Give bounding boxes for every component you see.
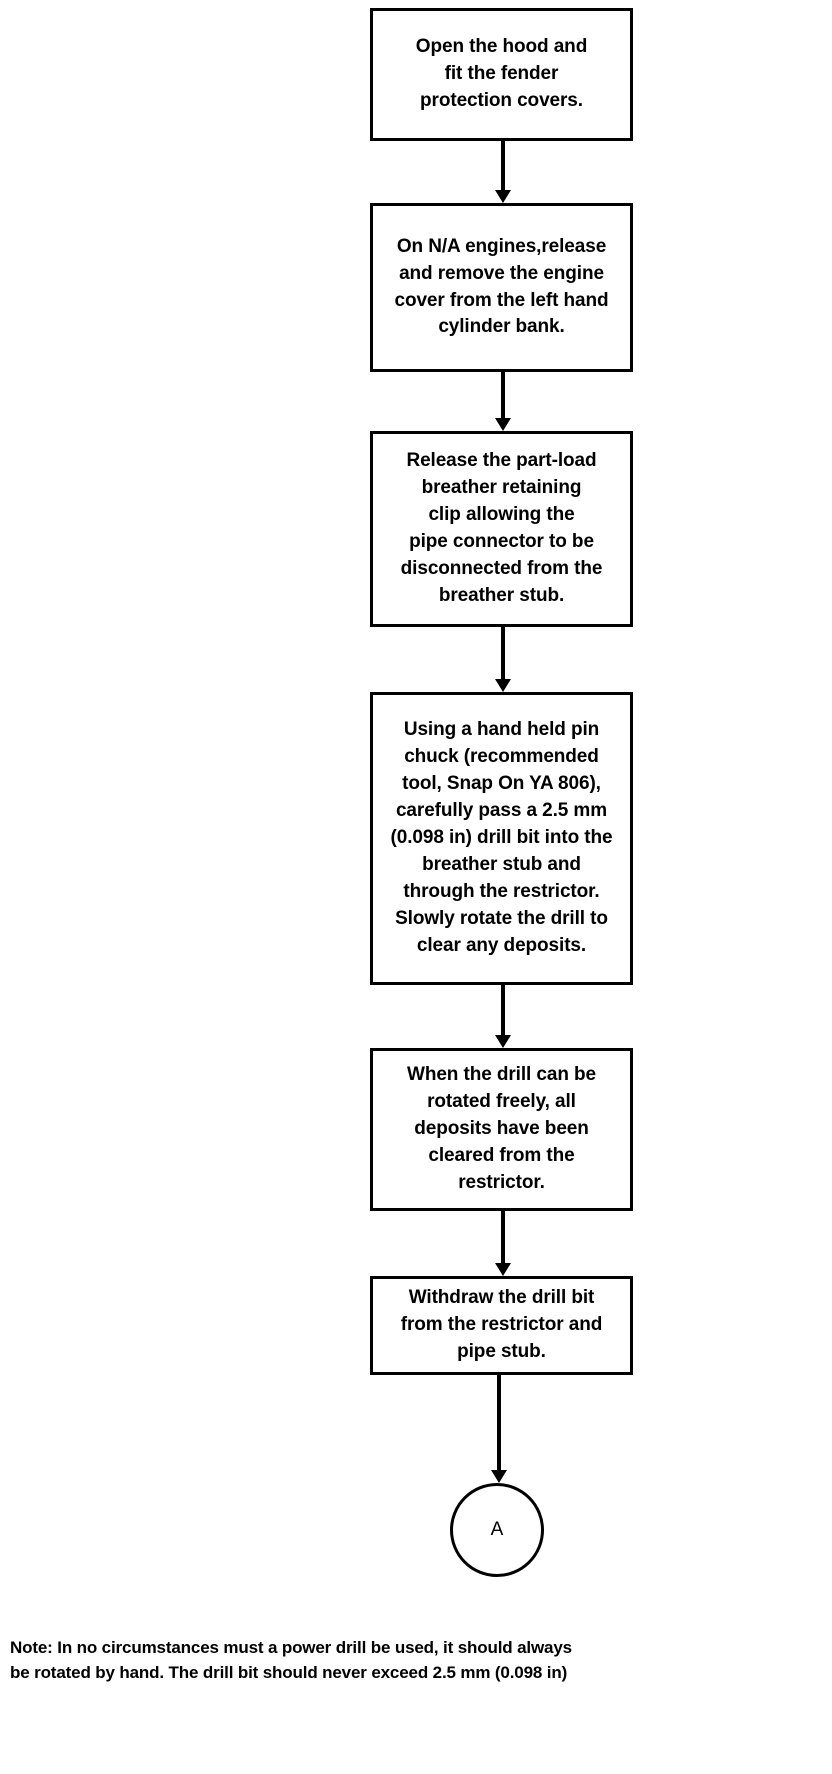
arrowhead-down-icon	[491, 1470, 507, 1483]
arrowhead-down-icon	[495, 1035, 511, 1048]
flow-node-step5[interactable]: When the drill can be rotated freely, al…	[370, 1048, 633, 1211]
flow-node-step6[interactable]: Withdraw the drill bit from the restrict…	[370, 1276, 633, 1375]
arrowhead-down-icon	[495, 190, 511, 203]
edge-shaft	[501, 141, 505, 190]
arrowhead-down-icon	[495, 1263, 511, 1276]
flow-node-step2[interactable]: On N/A engines,release and remove the en…	[370, 203, 633, 372]
edge-shaft	[501, 372, 505, 418]
flow-node-step1[interactable]: Open the hood and fit the fender protect…	[370, 8, 633, 141]
arrowhead-down-icon	[495, 679, 511, 692]
edge-shaft	[497, 1375, 501, 1470]
arrowhead-down-icon	[495, 418, 511, 431]
footer-note: Note: In no circumstances must a power d…	[10, 1638, 572, 1682]
flow-node-step4[interactable]: Using a hand held pin chuck (recommended…	[370, 692, 633, 985]
flow-node-step3[interactable]: Release the part-load breather retaining…	[370, 431, 633, 627]
flow-node-connector-a[interactable]: A	[450, 1483, 544, 1577]
edge-shaft	[501, 627, 505, 679]
edge-shaft	[501, 1211, 505, 1263]
edge-shaft	[501, 985, 505, 1035]
